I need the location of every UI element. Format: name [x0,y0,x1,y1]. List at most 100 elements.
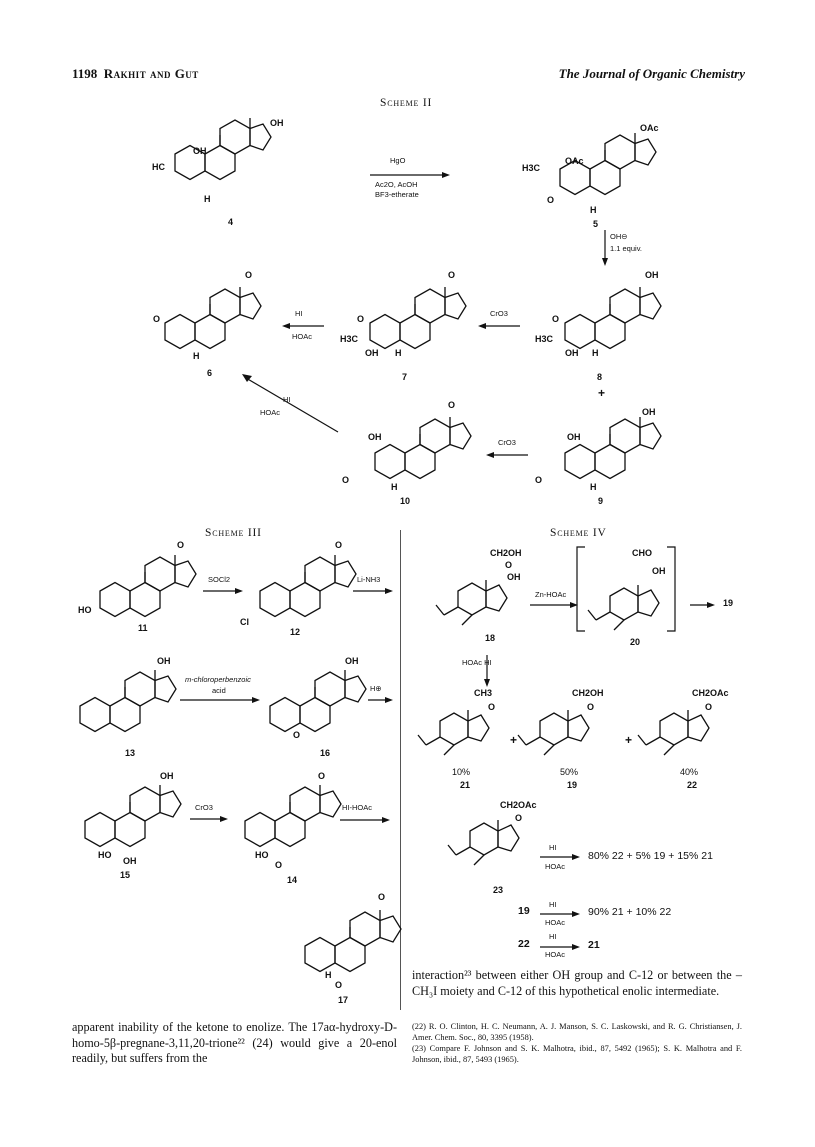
compound-label-22: 22 [518,938,530,950]
atom-o: O [515,813,523,823]
reagent-cro3: CrO3 [490,309,508,318]
atom-oh: OH [652,566,666,576]
reagent-hi-hoac: HI-HOAc [342,803,372,812]
reagent-hi: HI [283,395,291,404]
reagent-hoac: HOAc [545,950,566,959]
atom-h: H [193,351,200,361]
reagent-socl2: SOCl2 [208,575,231,584]
page-number: 1198 [72,66,98,81]
atom-o: O [245,270,253,280]
atom-oh: OH [645,270,659,280]
compound-label-17: 17 [338,995,349,1005]
reaction-arrow [203,588,243,594]
compound-label-15: 15 [120,870,131,880]
reagent-hydroxide: OH⊖ [610,232,628,241]
scheme-ii-title: Scheme II [380,97,433,109]
compound-label-21: 21 [460,780,471,790]
atom-o: O [177,540,185,550]
atom-h: H [592,348,599,358]
reagent-hi: HI [549,900,557,909]
structure-7 [369,286,467,350]
reagent-hi: HI [295,309,303,318]
atom-ch2oh: CH2OH [572,688,604,698]
atom-oac: OAc [565,156,584,166]
reagent-acid: acid [212,686,226,695]
structure-5 [559,132,657,196]
reagent-hoac: HOAc [292,332,313,341]
compound-label-14: 14 [287,875,298,885]
atom-h3c: H3C [340,334,359,344]
yield-22: 40% [680,767,699,777]
compound-label-19: 19 [567,780,578,790]
left-column-paragraph: apparent inability of the ketone to enol… [72,1020,397,1065]
compound-label-12: 12 [290,627,301,637]
atom-o: O [552,314,560,324]
atom-h: H [391,482,398,492]
atom-h: H [395,348,402,358]
atom-h: H [204,194,211,204]
equation-1-result: 80% 22 + 5% 19 + 15% 21 [588,850,713,862]
reaction-arrow [486,452,528,458]
structure-18 [435,579,508,626]
structure-6 [164,286,262,350]
equation-2-result: 90% 21 + 10% 22 [588,906,672,918]
atom-oh: OH [507,572,521,582]
atom-oh: OH [123,856,137,866]
structure-8 [564,286,662,350]
atom-ch2oh: CH2OH [490,548,522,558]
yield-19: 50% [560,767,579,777]
compound-label-7: 7 [402,372,408,382]
reagent-li-nh3: Li-NH3 [357,575,381,584]
atom-o: O [505,560,513,570]
atom-o: O [448,270,456,280]
atom-o: O [357,314,365,324]
atom-h: H [590,482,597,492]
atom-o: O [535,475,543,485]
compound-label-23: 23 [493,885,504,895]
atom-h: H [590,205,597,215]
structure-13 [79,669,177,733]
reaction-arrow [602,230,608,266]
atom-oh: OH [368,432,382,442]
compound-label-19: 19 [518,905,530,917]
atom-o: O [448,400,456,410]
compound-label-8: 8 [597,372,603,382]
reagent-hgo: HgO [390,156,406,165]
atom-cl: Cl [240,617,249,627]
reagent-cro3: CrO3 [498,438,516,447]
reaction-arrow [690,602,715,608]
page-header-left: 1198 Rakhit and Gut [72,66,199,82]
atom-o: O [318,771,326,781]
atom-o: O [488,702,496,712]
atom-h: H [325,970,332,980]
atom-o: O [335,540,343,550]
atom-o: O [293,730,301,740]
reagent-zn-hoac: Zn-HOAc [535,590,567,599]
compound-label-4: 4 [228,217,234,227]
yield-21: 10% [452,767,471,777]
atom-oh: OH [345,656,359,666]
atom-o: O [335,980,343,990]
reaction-arrow [478,323,520,329]
atom-ch3: CH3 [474,688,493,698]
reagent-hi: HI [549,843,557,852]
atom-oac: OAc [640,123,659,133]
atom-ch2oac: CH2OAc [500,800,537,810]
compound-label-18: 18 [485,633,496,643]
reagent-ac2o: Ac2O, AcOH [375,180,418,189]
atom-o: O [275,860,283,870]
atom-oh: OH [365,348,379,358]
structure-22 [637,709,710,756]
reaction-arrow [353,588,393,594]
reaction-arrow [340,817,390,823]
equation-3-result: 21 [588,939,600,951]
atom-h3c: H3C [522,163,541,173]
reference-22: (22) R. O. Clinton, H. C. Neumann, A. J.… [412,1022,742,1042]
scheme-iv-title: Scheme IV [550,527,607,539]
reaction-arrow [530,602,578,608]
atom-o: O [587,702,595,712]
structure-9 [564,416,662,480]
atom-oh: OH [642,407,656,417]
atom-hc: HC [152,162,165,172]
structure-19 [517,709,590,756]
